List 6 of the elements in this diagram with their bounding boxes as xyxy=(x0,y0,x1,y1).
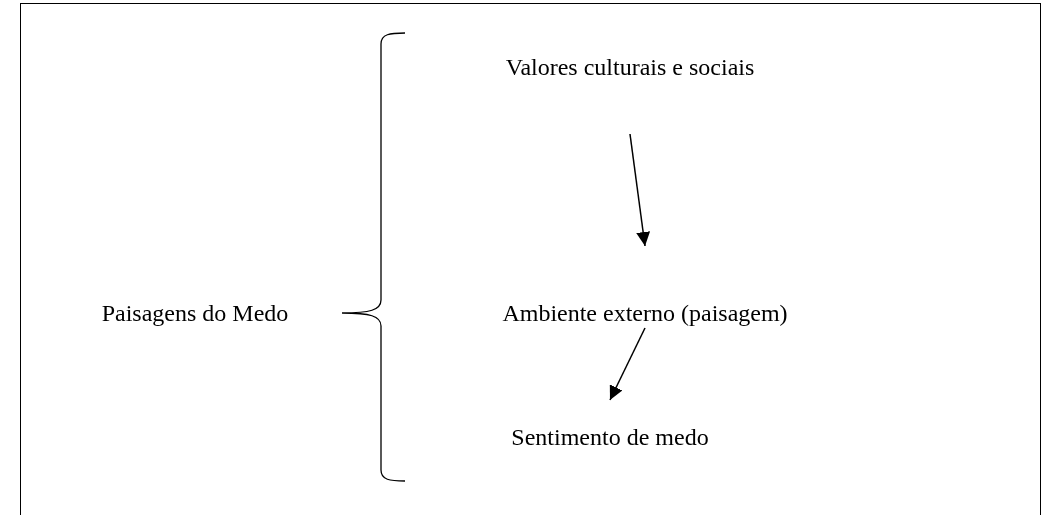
label-text: Valores culturais e sociais xyxy=(505,53,755,82)
label-text: Paisagens do Medo xyxy=(101,299,289,328)
label-text: Sentimento de medo xyxy=(511,423,709,452)
label-text: Ambiente externo (paisagem) xyxy=(502,299,788,328)
arrow xyxy=(629,133,651,247)
arrow xyxy=(609,327,646,401)
